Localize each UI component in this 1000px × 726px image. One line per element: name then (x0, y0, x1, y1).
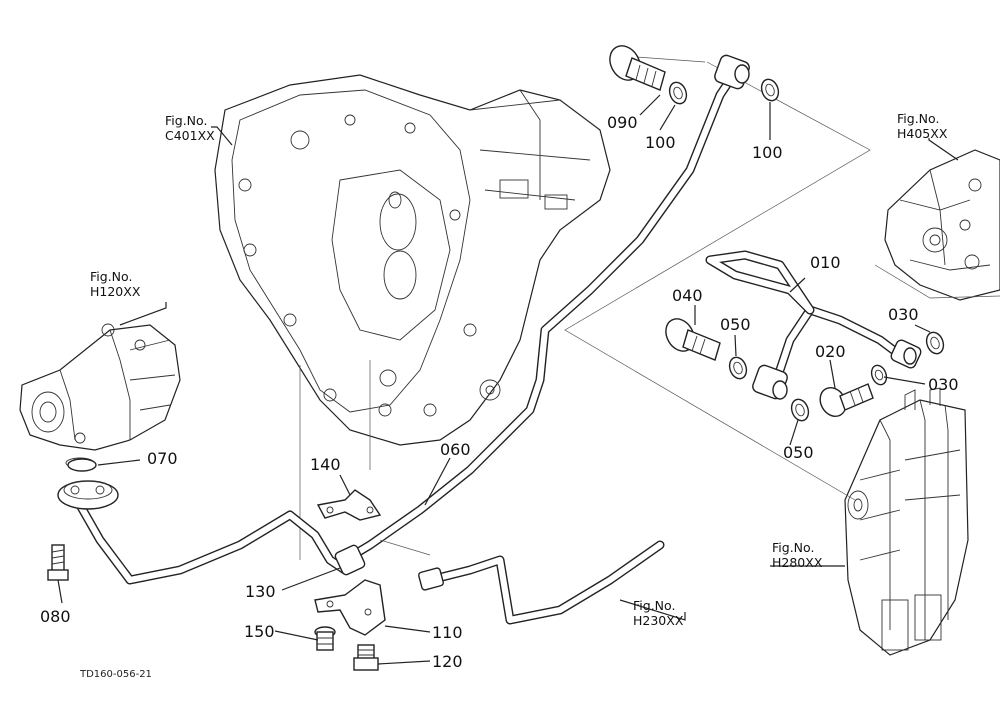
fig-ref-h280-label: Fig.No. (772, 540, 814, 555)
pipe-130 (75, 500, 366, 585)
flange-adapter (57, 457, 119, 510)
fig-ref-h405-code: H405XX (897, 126, 948, 141)
washer-050b (790, 398, 810, 422)
bolt-120 (353, 644, 379, 671)
banjo-bolt-040 (665, 318, 721, 361)
part-label-010: 010 (810, 253, 841, 272)
fig-ref-h120-label: Fig.No. (90, 269, 132, 284)
fig-ref-c401-label: Fig.No. (165, 113, 207, 128)
washer-100b (760, 78, 780, 102)
washer-100a (668, 81, 688, 105)
hydraulic-pump (19, 323, 181, 451)
transmission-housing (214, 74, 611, 560)
part-label-130: 130 (245, 582, 276, 601)
fig-ref-h280-code: H280XX (772, 555, 823, 570)
bolt-080 (47, 544, 69, 581)
part-label-060: 060 (440, 440, 471, 459)
part-label-070: 070 (147, 449, 178, 468)
bolt-020 (819, 383, 874, 418)
part-label-110: 110 (432, 623, 463, 642)
fig-ref-h405-label: Fig.No. (897, 111, 939, 126)
part-label-140: 140 (310, 455, 341, 474)
o-ring-070 (67, 458, 97, 472)
control-valve-upper (874, 149, 1000, 301)
drawing-code: TD160-056-21 (79, 669, 152, 680)
fig-ref-h230-code: H230XX (633, 613, 684, 628)
banjo-bolt-090 (609, 45, 666, 91)
part-label-120: 120 (432, 652, 463, 671)
washer-050a (728, 356, 748, 380)
clamp-140 (316, 489, 382, 521)
washer-030b (925, 331, 945, 355)
washer-030a (870, 364, 888, 386)
part-label-080: 080 (40, 607, 71, 626)
leader-lines (57, 94, 959, 665)
banjo-fitting (752, 364, 788, 400)
pipe-060 (340, 54, 750, 565)
pipe-010 (705, 250, 922, 375)
part-label-090: 090 (607, 113, 638, 132)
control-valve-lower (844, 387, 969, 656)
part-label-050b: 050 (783, 443, 814, 462)
part-label-100a: 100 (645, 133, 676, 152)
part-label-020: 020 (815, 342, 846, 361)
part-label-150: 150 (244, 622, 275, 641)
pipe-h230 (379, 539, 665, 625)
part-label-030b: 030 (928, 375, 959, 394)
part-label-100b: 100 (752, 143, 783, 162)
fig-ref-c401-code: C401XX (165, 128, 215, 143)
part-label-030a: 030 (888, 305, 919, 324)
part-label-050a: 050 (720, 315, 751, 334)
fig-ref-h230-label: Fig.No. (633, 598, 675, 613)
bracket-110 (314, 579, 386, 636)
part-label-040: 040 (672, 286, 703, 305)
bolt-150 (314, 626, 336, 651)
fig-ref-h120-code: H120XX (90, 284, 141, 299)
